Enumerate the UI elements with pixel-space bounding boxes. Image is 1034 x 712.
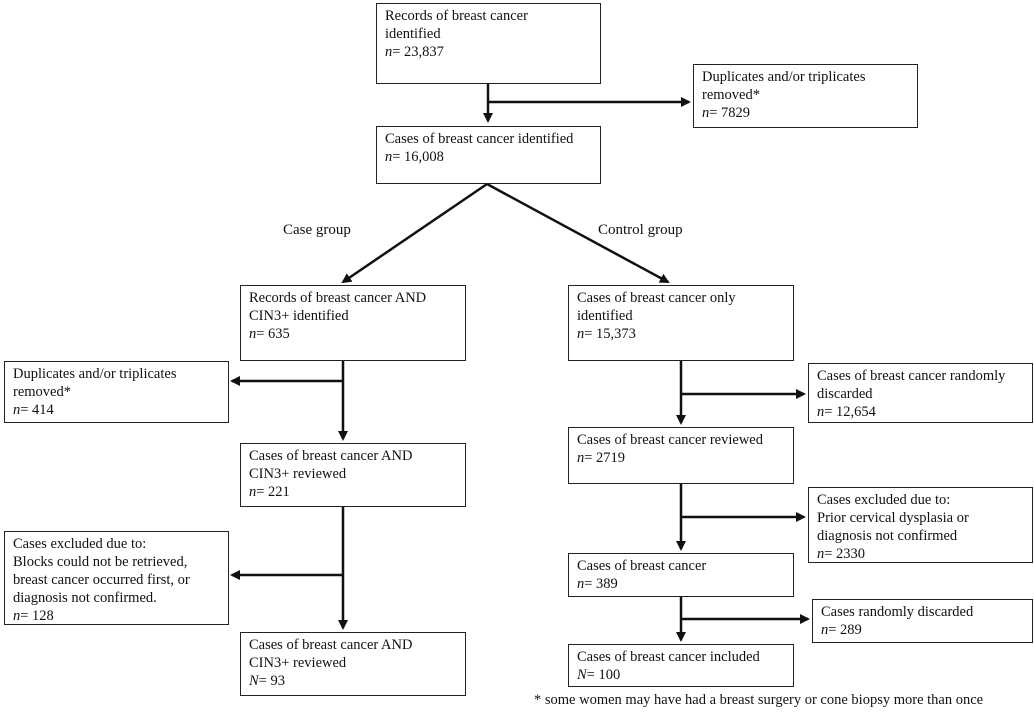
count-value: = 2330	[824, 546, 866, 562]
box-line: Cases of breast cancer	[577, 558, 707, 574]
count-value: = 128	[20, 608, 54, 624]
box-line: removed*	[13, 384, 71, 400]
box-case-final: Cases of breast cancer AND CIN3+ reviewe…	[240, 632, 466, 696]
box-line: discarded	[817, 386, 873, 402]
box-line: Cases of breast cancer reviewed	[577, 432, 763, 448]
count-line: n= 289	[821, 621, 1024, 639]
n-symbol: n	[577, 576, 585, 592]
box-cases-randomly-discarded: Cases randomly discarded n= 289	[812, 599, 1033, 643]
count-line: n= 2719	[577, 449, 785, 467]
footnote: * some women may have had a breast surge…	[534, 692, 984, 708]
box-line: Blocks could not be retrieved,	[13, 554, 188, 570]
box-line: Records of breast cancer	[385, 8, 528, 24]
n-symbol: n	[817, 546, 825, 562]
control-group-label: Control group	[598, 222, 683, 238]
box-line: CIN3+ reviewed	[249, 466, 347, 482]
box-line: Prior cervical dysplasia or	[817, 510, 969, 526]
count-value: = 93	[258, 673, 285, 689]
count-line: n= 128	[13, 607, 220, 625]
count-value: = 635	[256, 326, 290, 342]
count-line: N= 100	[577, 666, 785, 684]
n-symbol: n	[821, 622, 829, 638]
box-line: Cases of breast cancer identified	[385, 131, 574, 147]
count-value: = 414	[20, 402, 54, 418]
n-symbol: n	[13, 608, 21, 624]
n-symbol: n	[385, 44, 393, 60]
box-line: Cases of breast cancer AND	[249, 448, 413, 464]
arrow-to-case-group	[341, 182, 488, 284]
count-line: n= 16,008	[385, 148, 592, 166]
box-line: Cases of breast cancer only	[577, 290, 736, 306]
count-value: = 7829	[709, 105, 751, 121]
box-line: CIN3+ reviewed	[249, 655, 347, 671]
count-value: = 389	[584, 576, 618, 592]
n-symbol: n	[13, 402, 21, 418]
count-line: N= 93	[249, 672, 457, 690]
count-line: n= 635	[249, 325, 457, 343]
box-excluded-control: Cases excluded due to: Prior cervical dy…	[808, 487, 1033, 563]
count-value: = 23,837	[392, 44, 444, 60]
box-line: Duplicates and/or triplicates	[702, 69, 866, 85]
n-symbol: n	[577, 450, 585, 466]
count-line: n= 12,654	[817, 403, 1024, 421]
count-value: = 221	[256, 484, 290, 500]
box-excluded-case: Cases excluded due to: Blocks could not …	[4, 531, 229, 625]
box-line: Cases of breast cancer AND	[249, 637, 413, 653]
box-line: breast cancer occurred first, or	[13, 572, 190, 588]
box-line: diagnosis not confirmed.	[13, 590, 157, 606]
count-line: n= 221	[249, 483, 457, 501]
box-line: Cases of breast cancer included	[577, 649, 760, 665]
box-line: removed*	[702, 87, 760, 103]
count-value: = 100	[586, 667, 621, 683]
box-cases-identified: Cases of breast cancer identified n= 16,…	[376, 126, 601, 184]
count-value: = 289	[828, 622, 862, 638]
count-value: = 16,008	[392, 149, 444, 165]
box-line: Cases of breast cancer randomly	[817, 368, 1006, 384]
count-value: = 15,373	[584, 326, 636, 342]
box-duplicates-top: Duplicates and/or triplicates removed* n…	[693, 64, 918, 128]
box-case-records-cin3: Records of breast cancer AND CIN3+ ident…	[240, 285, 466, 361]
box-randomly-discarded-control: Cases of breast cancer randomly discarde…	[808, 363, 1033, 423]
box-control-included: Cases of breast cancer included N= 100	[568, 644, 794, 687]
count-line: n= 7829	[702, 104, 909, 122]
box-case-reviewed: Cases of breast cancer AND CIN3+ reviewe…	[240, 443, 466, 507]
n-symbol: n	[249, 484, 257, 500]
count-line: n= 389	[577, 575, 785, 593]
n-symbol: n	[249, 326, 257, 342]
box-line: Cases excluded due to:	[13, 536, 147, 552]
case-group-label: Case group	[283, 222, 351, 238]
box-records-identified: Records of breast cancer identified n= 2…	[376, 3, 601, 84]
n-symbol: n	[577, 326, 585, 342]
box-duplicates-case: Duplicates and/or triplicates removed* n…	[4, 361, 229, 423]
n-symbol: N	[577, 667, 587, 683]
box-line: diagnosis not confirmed	[817, 528, 958, 544]
box-line: identified	[577, 308, 633, 324]
count-value: = 2719	[584, 450, 626, 466]
count-value: = 12,654	[824, 404, 876, 420]
box-line: Cases excluded due to:	[817, 492, 951, 508]
box-line: Cases randomly discarded	[821, 604, 974, 620]
box-control-cases-only: Cases of breast cancer only identified n…	[568, 285, 794, 361]
n-symbol: N	[249, 673, 259, 689]
box-control-breast-cancer: Cases of breast cancer n= 389	[568, 553, 794, 597]
box-control-reviewed: Cases of breast cancer reviewed n= 2719	[568, 427, 794, 484]
count-line: n= 23,837	[385, 43, 592, 61]
box-line: identified	[385, 26, 441, 42]
count-line: n= 414	[13, 401, 220, 419]
n-symbol: n	[817, 404, 825, 420]
n-symbol: n	[702, 105, 710, 121]
box-line: CIN3+ identified	[249, 308, 349, 324]
arrow-to-control-group	[486, 182, 670, 284]
count-line: n= 15,373	[577, 325, 785, 343]
box-line: Records of breast cancer AND	[249, 290, 427, 306]
count-line: n= 2330	[817, 545, 1024, 563]
n-symbol: n	[385, 149, 393, 165]
box-line: Duplicates and/or triplicates	[13, 366, 177, 382]
